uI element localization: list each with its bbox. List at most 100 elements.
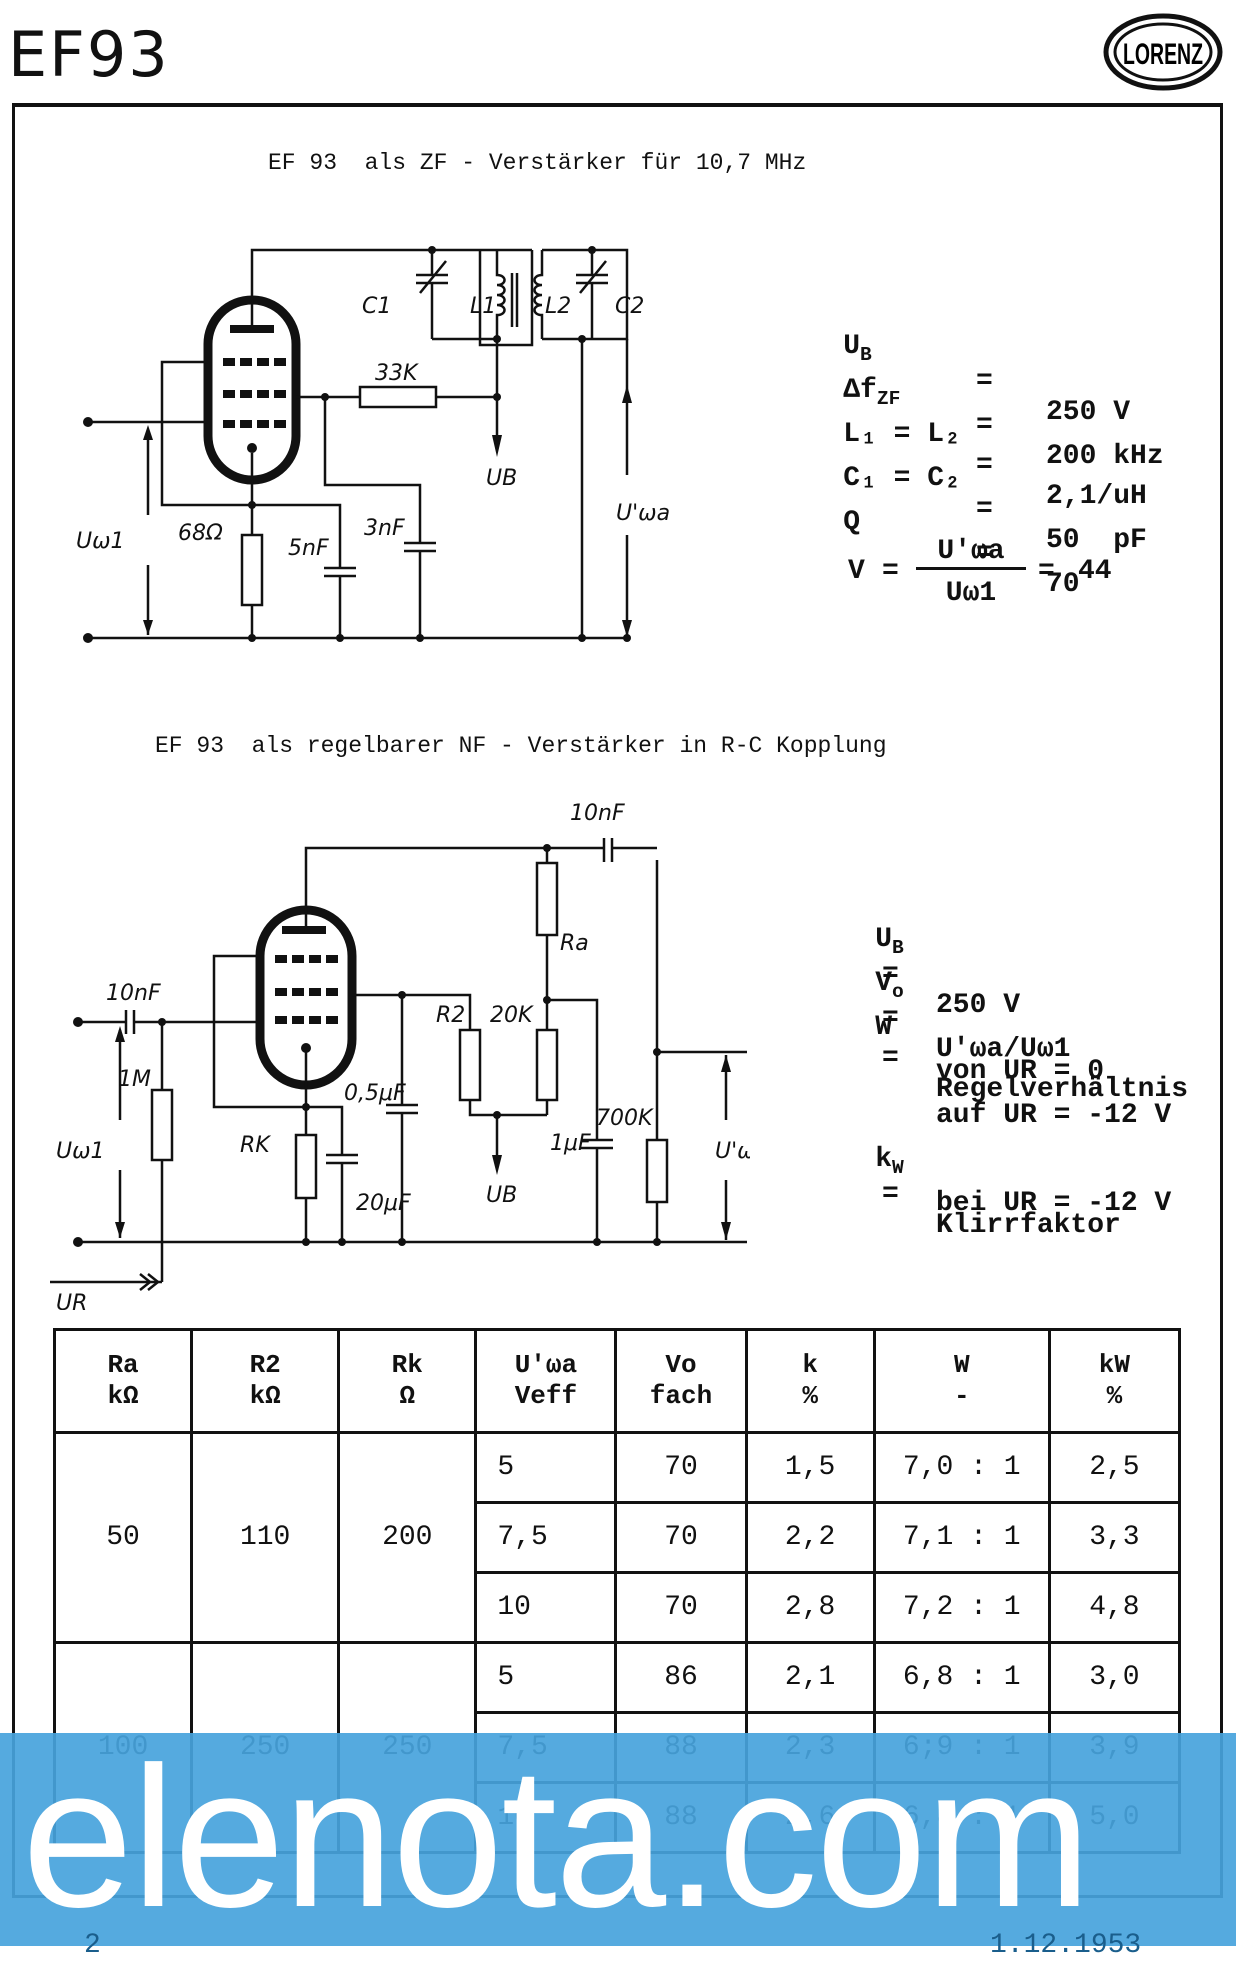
cell-vo: 70: [614, 1501, 748, 1574]
label-c2: C2: [615, 294, 644, 319]
section1-title: EF 93 als ZF - Verstärker für 10,7 MHz: [268, 150, 807, 176]
tube-type-title: EF93: [8, 18, 170, 91]
param-name: W: [875, 1012, 893, 1043]
header-unit: Ω: [399, 1381, 416, 1411]
label-ub: UB: [486, 466, 517, 491]
header-unit: %: [802, 1381, 818, 1411]
header-unit: -: [953, 1381, 970, 1411]
section2-title: EF 93 als regelbarer NF - Verstärker in …: [155, 733, 887, 759]
param-row: kW = Klirrfaktor: [808, 1113, 1121, 1272]
label-u-out: U'ωa: [616, 501, 670, 526]
cell-vo: 70: [614, 1431, 748, 1504]
header-top: k: [802, 1349, 818, 1380]
param-row: UB = 250 V: [776, 300, 1130, 459]
param-name: V: [875, 968, 893, 999]
cell-k: 2,2: [744, 1501, 876, 1574]
cell-ra: 50: [52, 1431, 194, 1644]
param-name: U: [875, 924, 893, 955]
if-amplifier-schematic: C1 L1 L2 C2 33K 68Ω 5nF 3nF UB Uω1 U'ωa: [76, 246, 670, 643]
label-c-screen: 3nF: [364, 516, 405, 541]
header-top: kW: [1098, 1349, 1131, 1380]
param-row: ΔfZF = 200 kHz: [776, 344, 1163, 503]
param-value: Klirrfaktor: [936, 1209, 1121, 1241]
cell-kw: 2,5: [1047, 1431, 1182, 1504]
label-r-grid: 1M: [118, 1067, 151, 1092]
label-c-in: 10nF: [106, 981, 161, 1006]
cell-k: 2,1: [744, 1641, 876, 1714]
label-c-out: 10nF: [570, 801, 625, 826]
gain-numerator: U'ωa: [916, 536, 1026, 570]
label-c1: C1: [362, 294, 391, 319]
header-top: W: [953, 1349, 970, 1380]
param-value: 200 kHz: [1046, 440, 1164, 472]
table-row: 7,5 70 2,2 7,1 : 1 3,3: [55, 1501, 1182, 1574]
cell-w: 6,8 : 1: [872, 1641, 1051, 1714]
param-row: C₁ = C₂ = 50 pF: [776, 432, 1147, 587]
label-u-in: Uω1: [76, 529, 125, 554]
label-r-20k: 20K: [490, 1003, 534, 1028]
label-c-k: 20μF: [356, 1191, 411, 1216]
gain-formula: V = U'ωa Uω1 = 44: [848, 536, 1188, 616]
param-value: von UR = 0: [936, 1056, 1105, 1087]
param-eq: =: [976, 494, 993, 525]
label-l1: L1: [470, 294, 496, 319]
watermark-banner: [0, 1733, 1236, 1946]
param-name: L₁ = L₂: [843, 419, 961, 450]
param-row: Vo = U'ωa/Uω1: [808, 937, 1070, 1096]
header-unit: kΩ: [107, 1381, 139, 1411]
param-eq: =: [976, 409, 993, 441]
param-value: 70: [1046, 569, 1080, 600]
param-value: 50 pF: [1046, 525, 1147, 556]
footer-date: 1.12.1953: [990, 1930, 1142, 1961]
header-top: Ra: [107, 1349, 139, 1380]
param-row: auf UR = -12 V: [808, 1069, 1171, 1162]
header-top: R2: [249, 1349, 281, 1380]
param-value: 2,1/uH: [1046, 481, 1147, 512]
cell-r2: 110: [190, 1431, 341, 1644]
gain-value: 44: [1078, 556, 1112, 587]
label-r-700k: 700K: [596, 1106, 654, 1131]
param-eq: =: [976, 450, 993, 481]
label-u-in: Uω1: [56, 1139, 105, 1164]
cell-w: 7,1 : 1: [872, 1501, 1051, 1574]
param-name: k: [875, 1144, 893, 1175]
param-value: bei UR = -12 V: [936, 1188, 1172, 1219]
param-eq: =: [882, 958, 899, 990]
col-header-k: k%: [744, 1328, 876, 1434]
param-sub: B: [860, 343, 872, 366]
param-row: bei UR = -12 V: [808, 1157, 1171, 1250]
cell-w: 7,2 : 1: [872, 1571, 1051, 1644]
label-r-cathode: 68Ω: [178, 521, 223, 546]
col-header-kw: kW%: [1047, 1328, 1182, 1434]
table-row: 100 250 250 5 86 2,1 6,8 : 1 3,0: [52, 1641, 1182, 1854]
param-name: Q: [843, 507, 861, 538]
label-r2: R2: [436, 1003, 465, 1028]
gain-denominator: Uω1: [945, 578, 997, 609]
header-unit: kΩ: [249, 1381, 281, 1411]
gain-eq: =: [882, 556, 899, 587]
param-row: L₁ = L₂ = 2,1/uH: [776, 388, 1147, 543]
param-row: von UR = 0: [808, 1025, 1104, 1118]
header-top: U'ωa: [514, 1349, 578, 1380]
param-value: auf UR = -12 V: [936, 1100, 1172, 1131]
param-value: 250 V: [1046, 396, 1131, 428]
cell-vo: 86: [614, 1641, 748, 1714]
label-ra: Ra: [560, 931, 589, 956]
header-top: Rk: [391, 1349, 423, 1380]
cell-k: 1,5: [744, 1431, 876, 1504]
label-r-screen: 33K: [375, 361, 419, 386]
table-row: 10 70 2,8 7,2 : 1 4,8: [55, 1571, 1182, 1644]
param-value: U'ωa/Uω1: [936, 1033, 1071, 1065]
param-eq: =: [976, 365, 993, 397]
cell-u: 5: [474, 1431, 618, 1504]
cell-kw: 4,8: [1047, 1571, 1182, 1644]
cell-vo: 70: [614, 1571, 748, 1644]
cell-u: 7,5: [474, 1501, 618, 1574]
param-sub: W: [892, 1156, 904, 1179]
label-c-cathode: 5nF: [288, 536, 329, 561]
